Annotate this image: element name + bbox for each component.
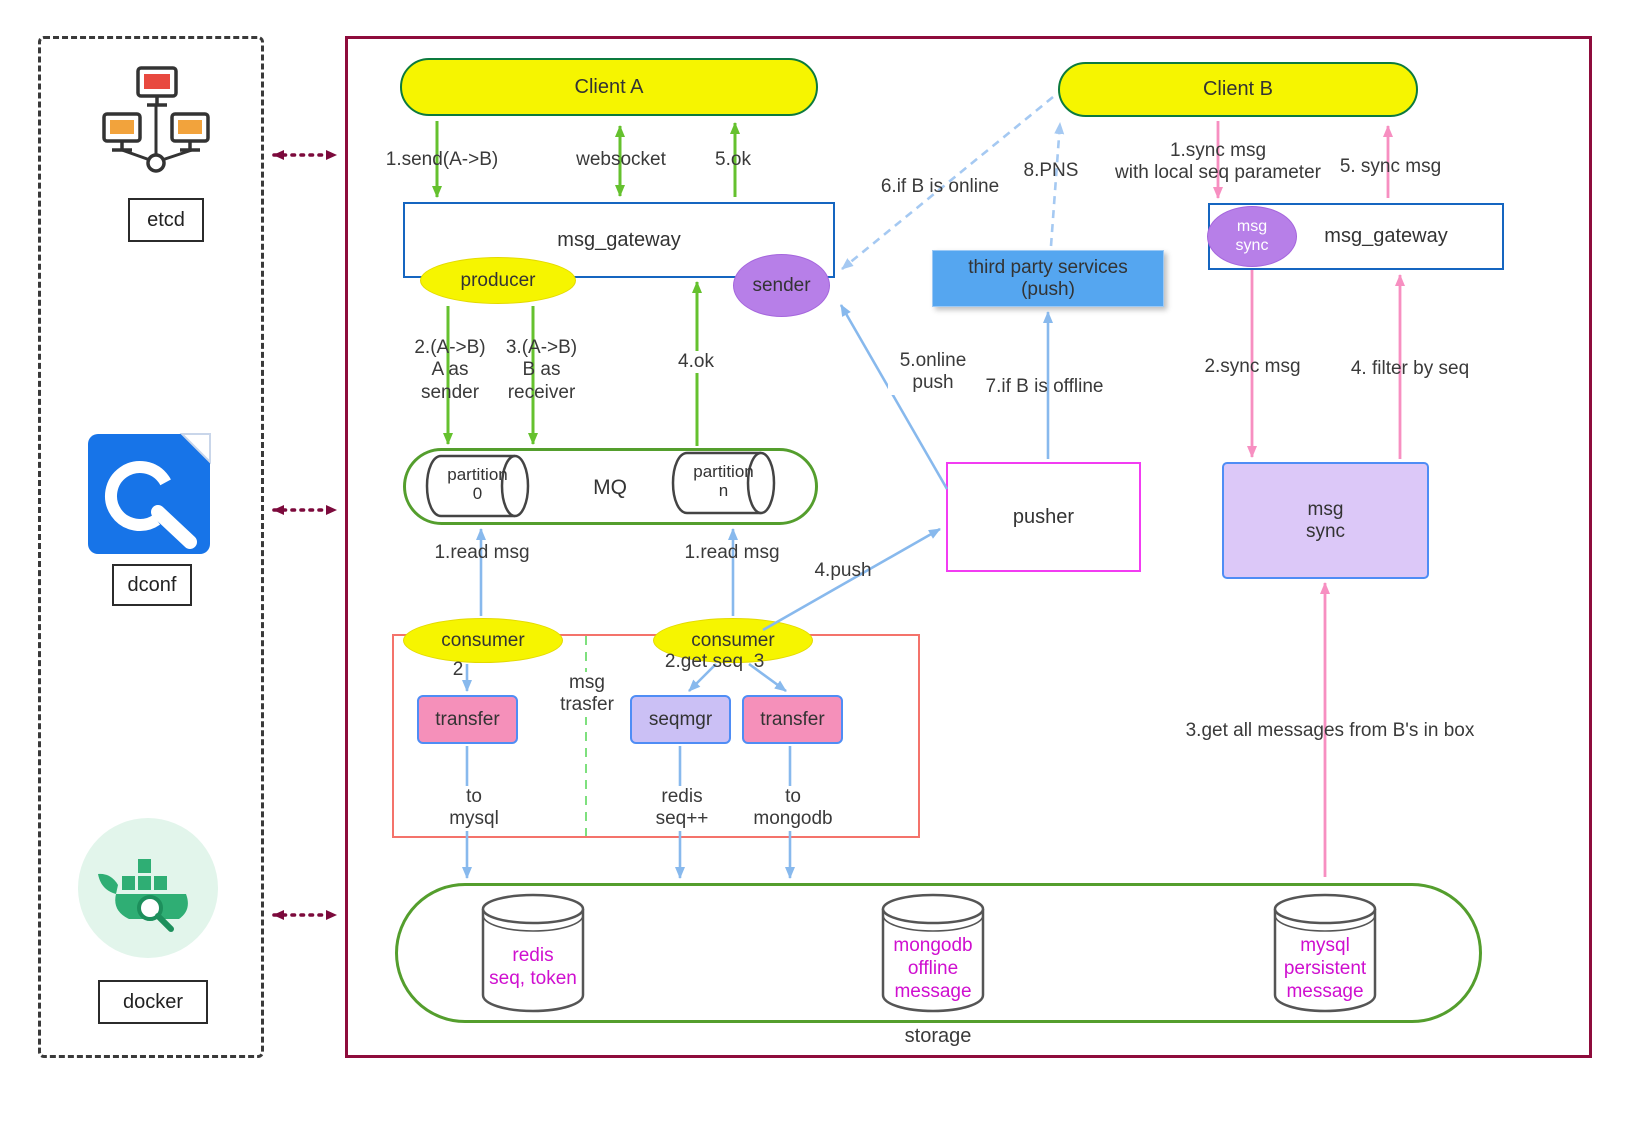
label-websocket: websocket: [576, 149, 666, 170]
partition-n-cylinder: [671, 451, 776, 515]
label-sync-msg-1: 1.sync msg with local seq parameter: [1115, 140, 1321, 184]
dconf-label-text: dconf: [127, 573, 177, 596]
label-filter-by-seq: 4. filter by seq: [1350, 358, 1470, 379]
sender: sender: [733, 254, 830, 317]
mysql-db-label: mysql persistent message: [1283, 935, 1367, 1003]
mongodb-cylinder: [881, 893, 985, 1013]
label-get-all-messages: 3.get all messages from B's in box: [1185, 720, 1475, 741]
seqmgr: seqmgr: [630, 695, 731, 744]
label-read-msg-left: 1.read msg: [434, 542, 530, 563]
mongodb-db-label: mongodb offline message: [893, 935, 973, 1003]
producer: producer: [420, 257, 576, 304]
label-ok-4: 4.ok: [666, 351, 726, 374]
etcd-label: etcd: [128, 198, 204, 242]
third-party-services: third party services (push): [932, 250, 1164, 307]
label-a-as-sender: 2.(A->B) A as sender: [414, 337, 486, 403]
label-push-4: 4.push: [814, 560, 872, 581]
transfer-right: transfer: [742, 695, 843, 744]
dconf-icon: [88, 433, 211, 554]
label-to-mongodb: to mongodb: [744, 786, 842, 831]
mongodb-db: [880, 891, 986, 1020]
client-a: Client A: [400, 58, 818, 116]
infra-sidebar: [38, 36, 264, 1058]
docker-icon: [78, 818, 218, 958]
msg-transfer-group-label: msg trasfer: [544, 672, 630, 717]
label-send-ab: 1.send(A->B): [385, 149, 499, 170]
label-b-as-receiver: 3.(A->B) B as receiver: [505, 337, 578, 403]
label-redis-seq: redis seq++: [644, 786, 720, 831]
label-sync-msg-5: 5. sync msg: [1339, 156, 1442, 177]
redis-cylinder: [481, 893, 585, 1013]
consumer-left: consumer: [403, 618, 563, 663]
partition-n-label: partition n: [693, 462, 754, 500]
msg-sync-service: msg sync: [1222, 462, 1429, 579]
partition-n: partition n: [670, 451, 777, 515]
label-to-mysql: to mysql: [438, 786, 510, 831]
etcd-label-text: etcd: [147, 208, 185, 231]
transfer-left: transfer: [417, 695, 518, 744]
mysql-cylinder: [1273, 893, 1377, 1013]
label-pns: 8.PNS: [1023, 160, 1079, 181]
label-get-seq: 2.get seq: [664, 651, 744, 672]
label-ok-5: 5.ok: [715, 149, 751, 170]
mysql-db: [1272, 891, 1378, 1020]
system-boundary: [345, 36, 1592, 1058]
label-if-offline: 7.if B is offline: [985, 376, 1104, 397]
docker-label: docker: [98, 980, 208, 1024]
msg-sync-ellipse: msg sync: [1207, 206, 1297, 267]
docker-label-text: docker: [122, 990, 184, 1013]
etcd-icon: [102, 66, 210, 173]
mq-label: MQ: [593, 475, 627, 499]
dconf-label: dconf: [112, 564, 192, 606]
partition-0-label: partition 0: [447, 465, 508, 503]
label-step-2: 2: [452, 659, 464, 680]
pusher: pusher: [946, 462, 1141, 572]
label-read-msg-right: 1.read msg: [684, 542, 780, 563]
partition-0: partition 0: [424, 454, 531, 518]
client-b: Client B: [1058, 62, 1418, 117]
storage-label: storage: [904, 1025, 972, 1047]
label-if-online: 6.if B is online: [880, 176, 1000, 197]
label-online-push: 5.online push: [888, 350, 978, 395]
redis-db-label: redis seq, token: [489, 945, 577, 990]
label-sync-msg-2: 2.sync msg: [1204, 356, 1301, 377]
partition-0-cylinder: [425, 454, 530, 518]
label-step-3: 3: [753, 651, 765, 672]
redis-db: [480, 891, 586, 1020]
